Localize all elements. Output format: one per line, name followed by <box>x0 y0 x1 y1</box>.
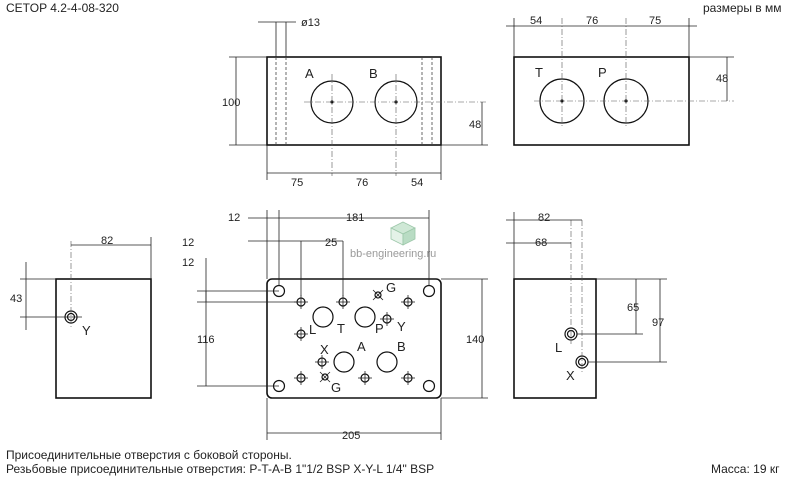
front-port-b <box>376 351 398 373</box>
mass-label: Масса: 19 кг <box>711 462 780 476</box>
side-right-body <box>513 278 597 399</box>
front-label-t: T <box>337 321 345 336</box>
front-label-y: Y <box>397 319 406 334</box>
dim-12-top: 12 <box>228 212 240 224</box>
front-label-g-top: G <box>386 280 396 295</box>
watermark-site: bb-engineering.ru <box>350 248 437 260</box>
dim-port-height-48-right: 48 <box>716 73 728 85</box>
front-port-t <box>312 306 334 328</box>
dim-port-height-48-left: 48 <box>469 119 481 131</box>
dim-bottom-54: 54 <box>411 177 423 189</box>
dim-140: 140 <box>466 334 484 346</box>
dim-181: 181 <box>346 212 364 224</box>
dim-top-54: 54 <box>530 15 542 27</box>
label-port-y-side: Y <box>82 323 91 338</box>
side-left-view: Y 82 43 <box>10 235 152 399</box>
dim-65: 65 <box>627 302 639 314</box>
dim-side-right-68: 68 <box>535 237 547 249</box>
side-right-view: L X 82 68 65 97 <box>506 212 667 399</box>
dim-side-43: 43 <box>10 293 22 305</box>
dim-12-third: 12 <box>182 257 194 269</box>
front-label-g-bottom: G <box>331 380 341 395</box>
dim-25: 25 <box>325 237 337 249</box>
units-note: размеры в мм <box>703 1 782 15</box>
front-bolt-holes <box>294 295 415 385</box>
front-port-a <box>333 351 355 373</box>
front-locating-pins <box>319 289 384 383</box>
dim-bottom-76: 76 <box>356 177 368 189</box>
dim-116: 116 <box>197 334 215 346</box>
dim-bottom-75: 75 <box>291 177 303 189</box>
label-port-t: T <box>535 65 543 80</box>
label-port-x-side: X <box>566 368 575 383</box>
dim-side-right-82: 82 <box>538 212 550 224</box>
front-port-p <box>354 306 376 328</box>
label-port-a: A <box>305 66 314 81</box>
dim-top-76: 76 <box>586 15 598 27</box>
side-left-body <box>55 278 152 399</box>
dim-top-75: 75 <box>649 15 661 27</box>
dim-205: 205 <box>342 430 360 442</box>
dim-hole-dia: ø13 <box>301 17 320 29</box>
footer-note-threads: Резьбовые присоединительные отверстия: P… <box>6 462 435 476</box>
front-label-a: A <box>357 339 366 354</box>
front-label-b: B <box>397 339 406 354</box>
front-label-x: X <box>320 342 329 357</box>
model-code: CETOP 4.2-4-08-320 <box>6 1 119 15</box>
dim-side-width-82: 82 <box>101 235 113 247</box>
label-port-l-side: L <box>555 340 562 355</box>
footer-note-side-ports: Присоединительные отверстия с боковой ст… <box>6 448 292 462</box>
dim-97: 97 <box>652 317 664 329</box>
watermark-logo <box>388 220 418 251</box>
front-view: G L T P Y X A B G 12 181 12 25 12 116 <box>182 210 488 442</box>
label-port-b: B <box>369 66 378 81</box>
top-right-view: T P 54 76 75 48 <box>506 15 734 146</box>
top-left-view: A B ø13 100 48 75 76 54 <box>222 17 488 189</box>
label-port-p: P <box>598 65 607 80</box>
front-label-p: P <box>375 321 384 336</box>
front-body <box>266 278 442 399</box>
dim-height-100: 100 <box>222 97 240 109</box>
front-label-l: L <box>309 322 316 337</box>
front-pilot-ports <box>294 312 394 369</box>
dim-12-second: 12 <box>182 237 194 249</box>
